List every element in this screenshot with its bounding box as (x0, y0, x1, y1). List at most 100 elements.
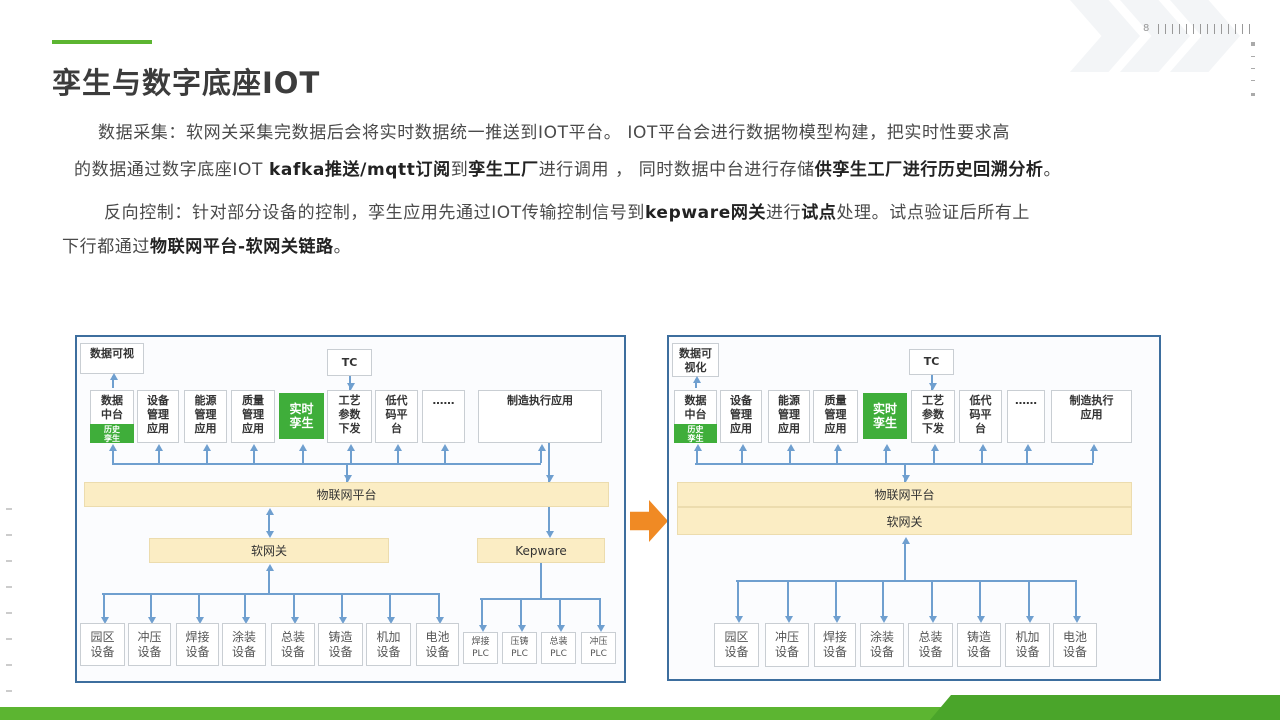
arrow-down-icon (735, 616, 743, 623)
connector-line (112, 463, 541, 465)
device-box: 机加 设备 (366, 623, 411, 666)
emphasis-text: 物联网平台-软网关链路 (150, 237, 334, 257)
arrow-down-icon (833, 616, 841, 623)
arrow-down-icon (436, 617, 444, 624)
app-box: 质量 管理 应用 (813, 390, 858, 443)
app-box: 能源 管理 应用 (768, 390, 810, 443)
arrow-down-icon (347, 383, 355, 390)
device-box: 电池 设备 (416, 623, 459, 666)
device-box: 总装 设备 (271, 623, 315, 666)
decor-mark (1251, 56, 1255, 57)
device-box: 机加 设备 (1005, 623, 1050, 667)
arrow-up-icon (441, 444, 449, 451)
connector-line (350, 447, 352, 463)
arrow-down-icon (518, 625, 526, 632)
arrow-up-icon (902, 537, 910, 544)
connector-line (268, 568, 270, 593)
connector-line (737, 580, 739, 617)
history-twin-tag: 历史 孪生 (90, 424, 134, 443)
iot-platform-bar: 物联网平台 (677, 482, 1132, 507)
connector-line (1028, 580, 1030, 617)
device-box: 电池 设备 (1053, 623, 1097, 667)
connector-line (979, 580, 981, 617)
connector-line (981, 447, 983, 463)
body-text-segment: 数据采集：软网关采集完数据后会将实时数据统一推送到IOT平台。 IOT平台会进行… (98, 123, 1010, 143)
arrow-down-icon (785, 616, 793, 623)
tc-box: TC (909, 349, 954, 375)
connector-line (540, 563, 542, 598)
arrow-up-icon (979, 444, 987, 451)
body-text-segment: 处理。试点验证后所有上 (836, 203, 1031, 223)
app-box: 质量 管理 应用 (231, 390, 275, 443)
connector-line (931, 580, 933, 617)
body-text-segment: 。 (333, 237, 352, 257)
arrow-up-icon (739, 444, 747, 451)
connector-line (904, 541, 906, 580)
data-visual-box: 数据可视 (80, 343, 144, 374)
history-twin-tag: 历史 孪生 (674, 424, 717, 443)
arrow-up-icon (538, 444, 546, 451)
plc-box: 冲压 PLC (581, 632, 616, 664)
arrow-down-icon (196, 617, 204, 624)
connector-line (103, 593, 105, 618)
device-box: 铸造 设备 (318, 623, 363, 666)
emphasis-text: kepware网关 (644, 203, 767, 223)
arrow-up-icon (203, 444, 211, 451)
connector-line (540, 447, 542, 463)
arrow-up-icon (883, 444, 891, 451)
device-box: 园区 设备 (714, 623, 759, 667)
connector-line (253, 447, 255, 463)
app-box: 能源 管理 应用 (184, 390, 227, 443)
arrow-up-icon (931, 444, 939, 451)
plc-box: 总装 PLC (541, 632, 576, 664)
paragraph-line: 数据采集：软网关采集完数据后会将实时数据统一推送到IOT平台。 IOT平台会进行… (98, 118, 1010, 143)
connector-line (885, 447, 887, 463)
connector-line (268, 512, 270, 533)
connector-line (389, 593, 391, 618)
plc-box: 压铸 PLC (502, 632, 537, 664)
body-text-segment: 反向控制：针对部分设备的控制，孪生应用先通过IOT传输控制信号到 (104, 203, 645, 223)
arrow-down-icon (242, 617, 250, 624)
connector-line (102, 593, 438, 595)
data-visual-box: 数据可 视化 (672, 343, 719, 377)
body-text-segment: 。 (1043, 160, 1062, 180)
device-box: 园区 设备 (80, 623, 125, 666)
tc-box: TC (327, 349, 372, 376)
arrow-down-icon (557, 625, 565, 632)
arrow-up-icon (694, 444, 702, 451)
kepware-bar: Kepware (477, 538, 605, 563)
arrow-down-icon (291, 617, 299, 624)
body-text-segment: 到 (450, 160, 469, 180)
body-text-segment: 进行 (766, 203, 802, 223)
arrow-up-icon (347, 444, 355, 451)
app-box: 制造执行应用 (478, 390, 602, 443)
app-box: 工艺 参数 下发 (911, 390, 955, 443)
connector-line (931, 375, 933, 390)
arrow-up-icon (1090, 444, 1098, 451)
connector-line (835, 580, 837, 617)
arrow-down-icon (148, 617, 156, 624)
decor-ruler (1158, 24, 1254, 34)
connector-line (198, 593, 200, 618)
connector-line (158, 447, 160, 463)
arrow-down-icon (929, 616, 937, 623)
connector-line (1075, 580, 1077, 617)
connector-line (548, 443, 550, 482)
arrow-down-icon (101, 617, 109, 624)
emphasis-text: kafka推送/mqtt订阅 (268, 160, 451, 180)
arrow-up-icon (266, 564, 274, 571)
arrow-down-icon (977, 616, 985, 623)
connector-line (736, 580, 1076, 582)
decor-side-ticks (6, 508, 12, 698)
decor-mark (1251, 80, 1255, 81)
arrow-up-icon (299, 444, 307, 451)
device-box: 冲压 设备 (128, 623, 171, 666)
arrow-down-icon (479, 625, 487, 632)
connector-line (480, 598, 600, 600)
arrow-up-icon (1024, 444, 1032, 451)
connector-line (1026, 447, 1028, 463)
device-box: 涂装 设备 (222, 623, 266, 666)
soft-gateway-bar: 软网关 (149, 538, 389, 563)
soft-gateway-bar: 软网关 (677, 507, 1132, 535)
connector-line (882, 580, 884, 617)
